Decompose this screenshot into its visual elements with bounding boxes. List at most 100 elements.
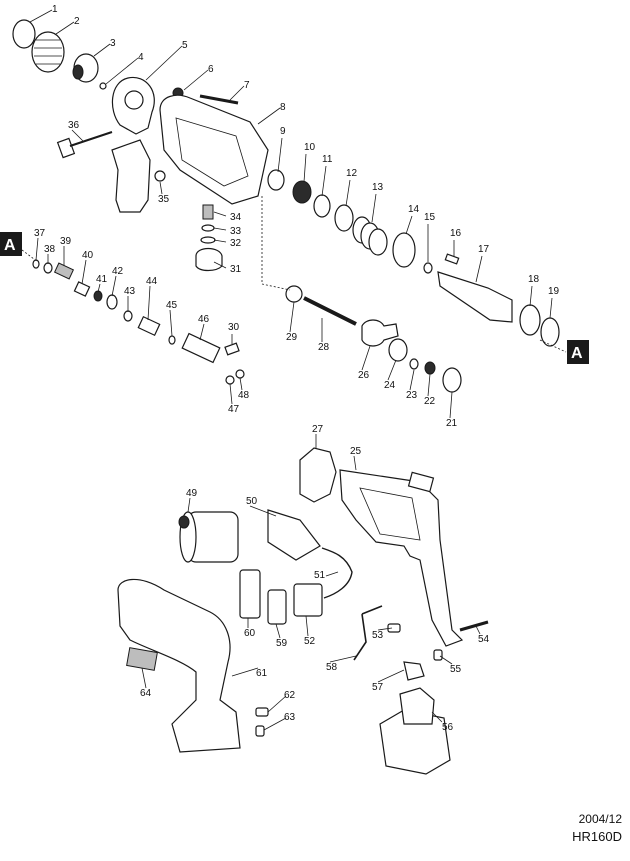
part-39-drawing	[53, 262, 75, 280]
part-13-drawing	[352, 216, 388, 256]
callout-57: 57	[372, 682, 384, 693]
part-37-drawing	[32, 259, 40, 269]
callout-28: 28	[318, 342, 330, 353]
part-36-drawing	[56, 131, 113, 159]
callout-25: 25	[350, 446, 362, 457]
callout-47: 47	[228, 404, 240, 415]
callout-18: 18	[528, 274, 540, 285]
part-62-drawing	[255, 707, 269, 717]
part-61-drawing	[117, 578, 241, 753]
part-47-drawing	[225, 375, 235, 385]
section-marker-right-label: A	[571, 345, 583, 362]
callout-39: 39	[60, 236, 72, 247]
callout-10: 10	[304, 142, 316, 153]
part-50-drawing	[267, 509, 321, 561]
callout-61: 61	[256, 668, 268, 679]
part-12-drawing	[334, 204, 354, 232]
callout-5: 5	[182, 40, 188, 51]
part-10-drawing	[292, 180, 312, 204]
part-63-drawing	[255, 725, 265, 737]
footer-date: 2004/12	[578, 812, 622, 826]
callout-21: 21	[446, 418, 458, 429]
callout-55: 55	[450, 664, 462, 675]
part-15-drawing	[423, 262, 433, 274]
callout-8: 8	[280, 102, 286, 113]
part-3-drawing	[72, 53, 99, 83]
part-23-drawing	[409, 358, 419, 370]
part-24-drawing	[388, 338, 408, 362]
callout-27: 27	[312, 424, 324, 435]
part-11-drawing	[313, 194, 331, 218]
section-marker-left: A	[0, 232, 22, 256]
section-marker-right: A	[567, 340, 589, 364]
leader-lines	[29, 9, 553, 731]
callout-4: 4	[138, 52, 144, 63]
part-45-drawing	[168, 335, 176, 345]
part-21-drawing	[442, 367, 462, 393]
lower-assembly	[117, 447, 489, 775]
callout-56: 56	[442, 722, 454, 733]
part-14-drawing	[392, 232, 416, 268]
part-8-drawing	[159, 94, 269, 205]
callout-17: 17	[478, 244, 490, 255]
callout-22: 22	[424, 396, 436, 407]
callout-31: 31	[230, 264, 242, 275]
part-43-drawing	[123, 310, 133, 322]
callout-38: 38	[44, 244, 56, 255]
callout-54: 54	[478, 634, 490, 645]
callout-2: 2	[74, 16, 80, 27]
callout-30: 30	[228, 322, 240, 333]
part-33-drawing	[201, 224, 215, 232]
callout-48: 48	[238, 390, 250, 401]
callout-51: 51	[314, 570, 326, 581]
part-41-drawing	[93, 290, 103, 302]
part-26-drawing	[361, 319, 399, 347]
part-46-drawing	[181, 332, 221, 364]
upper-assembly: A A	[0, 19, 589, 393]
section-marker-left-label: A	[4, 237, 16, 254]
part-64-drawing	[126, 647, 158, 671]
part-55-drawing	[433, 649, 443, 661]
part-52-drawing	[293, 583, 323, 617]
part-59-drawing	[267, 589, 287, 625]
callout-14: 14	[408, 204, 420, 215]
part-54-drawing	[459, 620, 489, 632]
callout-24: 24	[384, 380, 396, 391]
callout-1: 1	[52, 4, 58, 15]
callout-63: 63	[284, 712, 296, 723]
part-9-drawing	[267, 169, 285, 191]
callout-16: 16	[450, 228, 462, 239]
callout-15: 15	[424, 212, 436, 223]
part-4-drawing	[99, 82, 107, 90]
callout-49: 49	[186, 488, 198, 499]
part-42-drawing	[106, 294, 118, 310]
part-48-drawing	[235, 369, 245, 379]
part-29-drawing	[285, 285, 303, 303]
callout-40: 40	[82, 250, 94, 261]
callout-9: 9	[280, 126, 286, 137]
callout-36: 36	[68, 120, 80, 131]
callout-19: 19	[548, 286, 560, 297]
callout-35: 35	[158, 194, 170, 205]
callout-46: 46	[198, 314, 210, 325]
part-31-drawing	[195, 247, 223, 272]
part-25-drawing	[339, 469, 464, 647]
part-56-drawing	[379, 687, 451, 775]
callout-3: 3	[110, 38, 116, 49]
part-40-drawing	[73, 281, 91, 297]
callout-37: 37	[34, 228, 46, 239]
part-22-drawing	[424, 361, 436, 375]
footer-model: HR160D	[572, 829, 622, 844]
callout-62: 62	[284, 690, 296, 701]
part-38-drawing	[43, 262, 53, 274]
callout-42: 42	[112, 266, 124, 277]
part-1-drawing	[12, 19, 36, 49]
part-53-drawing	[387, 623, 401, 633]
part-44-drawing	[137, 315, 161, 337]
part-57-drawing	[403, 661, 425, 681]
callout-33: 33	[230, 226, 242, 237]
part-35-drawing	[154, 170, 166, 182]
part-18-drawing	[519, 304, 541, 336]
part-16-drawing	[444, 253, 460, 265]
